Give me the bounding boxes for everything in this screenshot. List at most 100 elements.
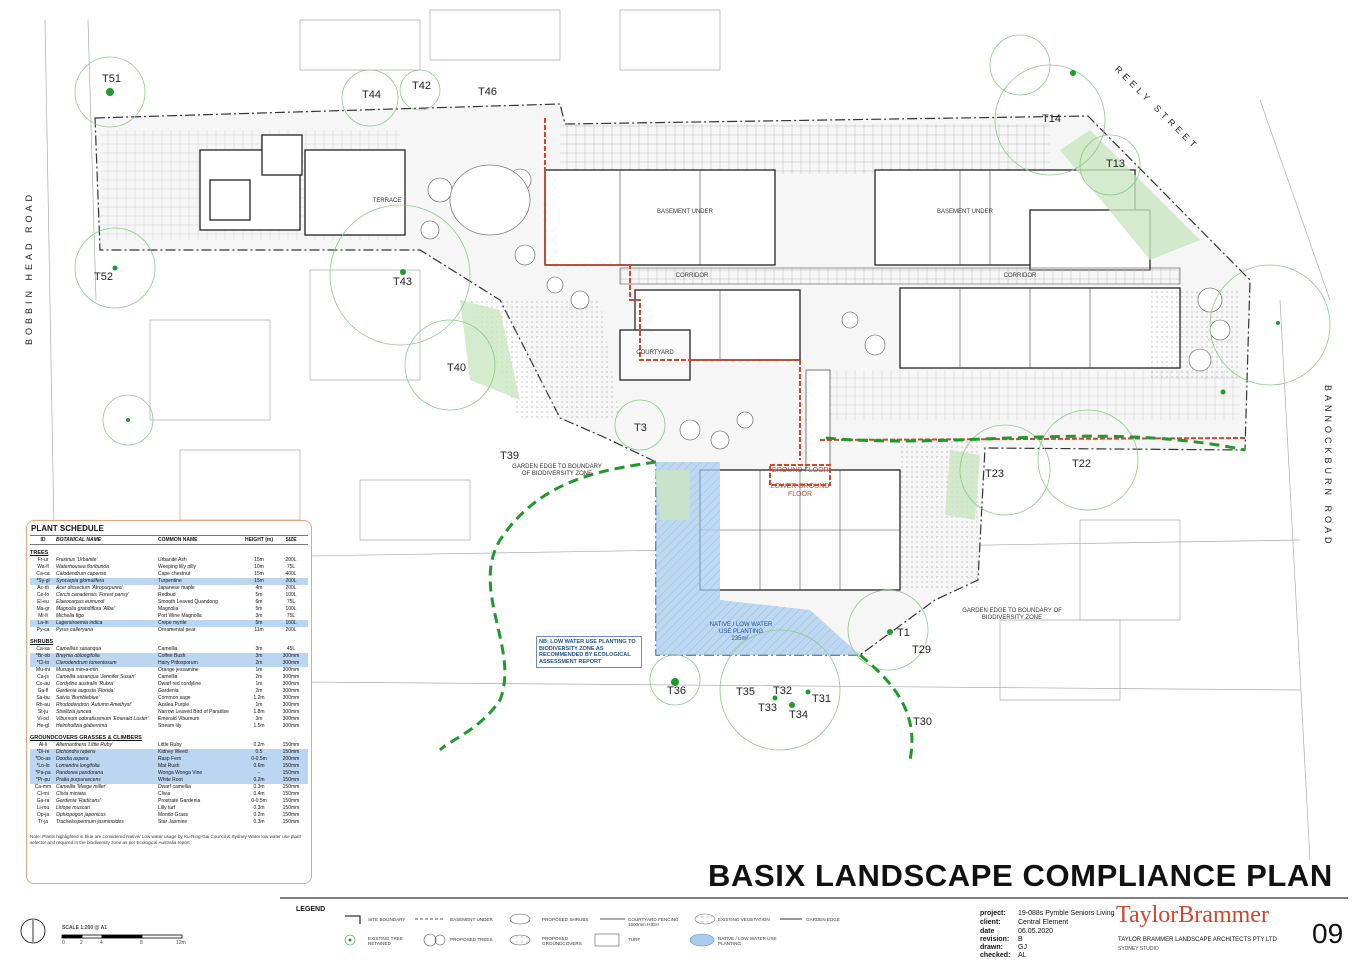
schedule-cell: Lilly turf bbox=[158, 805, 176, 811]
schedule-cell: 0-0.5m bbox=[251, 798, 267, 804]
schedule-cell: Gardenia 'Radicans' bbox=[56, 798, 101, 804]
tree-tag: T36 bbox=[667, 685, 686, 697]
interior-walls bbox=[619, 170, 1091, 590]
schedule-cell: 0.3m bbox=[253, 784, 265, 790]
tree-tag: T3 bbox=[634, 422, 647, 434]
garden-edge-note-left: GARDEN EDGE TO BOUNDARY OF BIODIVERSITY … bbox=[512, 464, 602, 477]
scale-tick: 12m bbox=[176, 940, 186, 946]
schedule-cell: 5m bbox=[255, 592, 263, 598]
schedule-cell: *Pa-pa bbox=[35, 770, 51, 776]
tree-tag: T23 bbox=[985, 468, 1004, 480]
house-2-wing bbox=[261, 134, 303, 176]
schedule-note: Note: Plants highlighted in blue are con… bbox=[30, 834, 301, 845]
legend-proposed-groundcovers: PROPOSED GROUNDCOVERS bbox=[542, 936, 582, 946]
firm-logo: TaylorBrammer bbox=[1116, 902, 1269, 928]
schedule-cell: 400L bbox=[285, 571, 297, 577]
schedule-cell: Lomandra longifolia bbox=[56, 763, 100, 769]
schedule-cell: Ca-mm bbox=[34, 784, 52, 790]
scale-tick: 0 bbox=[62, 940, 65, 946]
terrace-label: TERRACE bbox=[372, 198, 402, 204]
legend-proposed-shrubs: PROPOSED SHRUBS bbox=[542, 917, 589, 922]
schedule-cell: Dwarf red cordyline bbox=[158, 681, 202, 687]
schedule-cell: Dwarf camellia bbox=[158, 784, 191, 790]
schedule-cell: La-in bbox=[37, 620, 49, 626]
schedule-cell: St-ju bbox=[37, 709, 49, 715]
schedule-cell: 300mm bbox=[282, 695, 300, 701]
schedule-cell: Waterhousea floribunda bbox=[56, 564, 109, 570]
schedule-cell: 300mm bbox=[282, 702, 300, 708]
schedule-cell: Magnolia bbox=[158, 606, 179, 612]
schedule-cell: 100L bbox=[285, 606, 297, 612]
native-planting-label: NATIVE / LOW WATER USE PLANTING bbox=[709, 622, 773, 635]
schedule-cell: 3m bbox=[255, 653, 263, 659]
schedule-cell: 3m bbox=[255, 613, 263, 619]
schedule-row: Ca-mm Camellia 'Marge miller' Dwarf camell… bbox=[30, 784, 308, 791]
schedule-cell: 300mm bbox=[282, 667, 300, 673]
tree-tag: T34 bbox=[789, 709, 808, 721]
schedule-cell: 300mm bbox=[282, 653, 300, 659]
lower-ground-floor-label: LOWER GROUND FLOOR bbox=[770, 483, 830, 498]
existing-trees bbox=[106, 70, 1280, 708]
garden-edge bbox=[438, 434, 1246, 761]
tree-tag: T30 bbox=[913, 716, 932, 728]
firm-name: TAYLOR BRAMMER LANDSCAPE ARCHITECTS PTY … bbox=[1118, 937, 1277, 943]
schedule-cell: Camellia bbox=[158, 674, 178, 680]
scale-tick: 4 bbox=[100, 940, 103, 946]
tree-tag: T35 bbox=[736, 686, 755, 698]
scale-tick: 8 bbox=[140, 940, 143, 946]
legend-courtyard-fencing: COURTYARD FENCING 1500mm HIGH bbox=[628, 917, 679, 927]
paving-north bbox=[560, 124, 1050, 174]
schedule-cell: 0.5 bbox=[255, 749, 263, 755]
legend-existing-vegetation: EXISTING VEGETATION bbox=[718, 917, 770, 922]
tree-tag: T46 bbox=[478, 86, 497, 98]
schedule-cell: Ac-di bbox=[37, 585, 49, 591]
schedule-cell: Clivia miniata bbox=[56, 791, 86, 797]
schedule-cell: Ophiopogon japonicus bbox=[56, 812, 106, 818]
schedule-cell: *Do-as bbox=[35, 756, 51, 762]
schedule-cell: Dichondra repens bbox=[56, 749, 96, 755]
legend-existing-tree: EXISTING TREE RETAINED bbox=[368, 936, 403, 946]
meta-client: client:Central Element bbox=[980, 919, 1069, 926]
schedule-section-heading: TREES bbox=[30, 550, 49, 556]
schedule-cell: Li-mu bbox=[36, 805, 50, 811]
schedule-cell: 4m bbox=[255, 585, 263, 591]
schedule-cell: 1.5m bbox=[253, 723, 265, 729]
col-size: SIZE bbox=[285, 537, 297, 543]
tree-tag: T40 bbox=[447, 362, 466, 374]
plant-schedule: PLANT SCHEDULE ID BOTANICAL NAME COMMON … bbox=[26, 520, 312, 884]
schedule-cell: 10m bbox=[254, 564, 264, 570]
schedule-cell: 3m bbox=[255, 716, 263, 722]
schedule-cell: Liriope muscari bbox=[56, 805, 90, 811]
schedule-cell: 2m bbox=[255, 660, 263, 666]
drawing-title: BASIX LANDSCAPE COMPLIANCE PLAN bbox=[708, 858, 1333, 893]
schedule-cell: Sa-bu bbox=[36, 695, 50, 701]
schedule-cell: White Root bbox=[158, 777, 183, 783]
schedule-cell: 0.3m bbox=[253, 819, 265, 825]
schedule-cell: Rh-au bbox=[36, 702, 50, 708]
schedule-cell: Cape chestnut bbox=[158, 571, 191, 577]
schedule-cell: Narrow Leaved Bird of Paradise bbox=[158, 709, 229, 715]
schedule-cell: Al-li bbox=[38, 742, 48, 748]
schedule-cell: 45L bbox=[286, 646, 296, 652]
schedule-cell: - bbox=[258, 770, 260, 776]
schedule-cell: 300mm bbox=[282, 709, 300, 715]
schedule-cell: Azalea Purple bbox=[158, 702, 190, 708]
tree-tag: T29 bbox=[912, 644, 931, 656]
schedule-cell: 200L bbox=[285, 578, 297, 584]
schedule-cell: 150mm bbox=[282, 749, 300, 755]
schedule-cell: Camellia 'Marge miller' bbox=[56, 784, 107, 790]
legend-site-boundary: SITE BOUNDARY bbox=[368, 917, 406, 922]
schedule-cell: Turpentine bbox=[158, 578, 182, 584]
